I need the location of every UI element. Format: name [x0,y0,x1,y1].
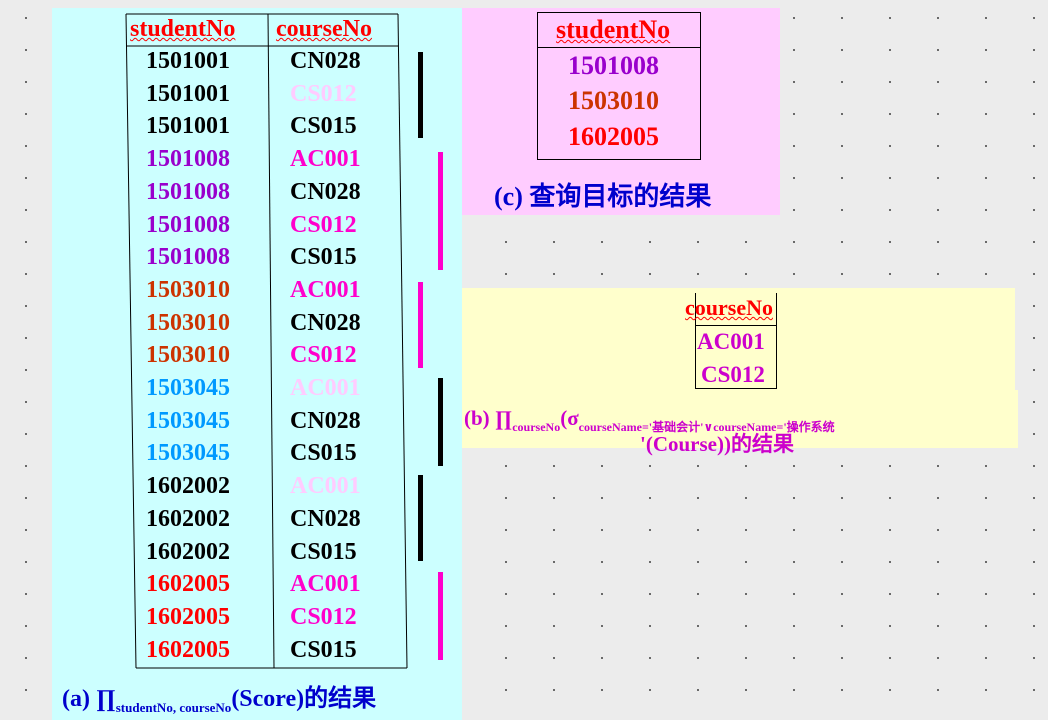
courseno-cell: AC001 [290,571,361,598]
table-b-header: courseNo [685,295,773,320]
studentno-cell: 1602002 [146,538,230,565]
result-table-b: courseNo AC001 CS012 [685,293,777,390]
table-row: 1503045 CN028 [126,408,398,440]
studentno-cell: 1501008 [146,178,230,205]
courseno-cell: CN028 [290,48,361,74]
table-c-value: 1501008 [568,51,659,80]
studentno-cell: 1503045 [146,375,230,401]
studentno-cell: 1503010 [146,276,230,303]
caption-b-line2: '(Course))的结果 [640,432,794,456]
caption-a-prefix: (a) ∏ [62,686,116,712]
studentno-cell: 1602005 [146,603,230,630]
caption-b-prefix: (b) ∏ [464,406,513,430]
table-row: 1501001 CS015 [126,113,398,145]
table-c-header: studentNo [556,15,671,44]
panel-b-background [462,288,1015,390]
table-row: 1602002 CS015 [126,539,398,571]
studentno-cell: 1503045 [146,407,230,434]
studentno-cell: 1503010 [146,309,230,336]
courseno-cell: CS012 [290,342,357,369]
courseno-cell: CS012 [290,80,357,107]
studentno-cell: 1501008 [146,211,230,238]
table-row: 1501001 CS012 [126,81,398,113]
table-row: 1501008 AC001 [126,146,398,178]
studentno-cell: 1602005 [146,636,230,663]
courseno-cell: AC001 [290,276,361,303]
table-row: 1503010 AC001 [126,277,398,309]
courseno-cell: CS015 [290,244,357,271]
studentno-cell: 1602002 [146,505,230,532]
table-c-value: 1602005 [568,122,659,151]
table-row: 1602005 CS012 [126,604,398,636]
column-header-courseno: courseNo [276,16,372,42]
panel-c-background [462,8,780,215]
panel-a-background [52,8,462,720]
table-c-value: 1503010 [568,86,659,115]
table-a-frame [125,13,408,669]
caption-b-subscript-2: courseName='基础会计'∨courseName='操作系统 [578,420,835,434]
table-b-value: AC001 [697,329,765,354]
studentno-cell: 1501001 [146,113,230,140]
caption-a-subscript: studentNo, courseNo [115,700,232,715]
caption-b-subscript-1: courseNo [512,420,561,434]
table-row: 1503045 AC001 [126,375,398,407]
group-bar [418,282,423,368]
studentno-cell: 1501001 [146,48,230,74]
group-bar [438,378,443,466]
table-row: 1503045 CS015 [126,440,398,472]
table-row: 1602002 AC001 [126,473,398,505]
table-row: 1602005 AC001 [126,571,398,603]
caption-b: (b) ∏courseNo(σcourseName='基础会计'∨courseN… [464,404,835,456]
caption-a: (a) ∏studentNo, courseNo(Score)的结果 [62,678,376,716]
table-row: 1501008 CS015 [126,244,398,276]
courseno-cell: AC001 [290,146,361,173]
courseno-cell: CN028 [290,505,361,532]
courseno-cell: CN028 [290,407,361,434]
studentno-cell: 1503010 [146,342,230,369]
courseno-cell: AC001 [290,473,361,500]
table-row: 1501001 CN028 [126,48,398,80]
courseno-cell: CS015 [290,636,357,663]
table-row: 1602005 CS015 [126,637,398,669]
studentno-cell: 1602002 [146,473,230,500]
table-row: 1503010 CN028 [126,310,398,342]
table-row: 1501008 CN028 [126,179,398,211]
column-header-studentno: studentNo [130,16,236,42]
courseno-cell: CS015 [290,113,357,140]
courseno-cell: CS012 [290,603,357,630]
table-row: 1501008 CS012 [126,212,398,244]
studentno-cell: 1501001 [146,80,230,107]
courseno-cell: CN028 [290,309,361,336]
group-bar [438,152,443,270]
result-table-c: studentNo 1501008 1503010 1602005 [537,12,701,160]
table-c-header-cell: studentNo [538,13,700,48]
group-bar [418,475,423,561]
studentno-cell: 1602005 [146,571,230,598]
courseno-cell: CS012 [290,211,357,238]
table-row: 1602002 CN028 [126,506,398,538]
studentno-cell: 1503045 [146,440,230,467]
panel-b-caption-background [462,390,1018,448]
courseno-cell: CS015 [290,440,357,467]
table-row: 1503010 CS012 [126,342,398,374]
courseno-cell: AC001 [290,375,361,401]
caption-c: (c) 查询目标的结果 [494,182,712,211]
group-bar [418,52,423,138]
caption-b-sigma: (σ [560,406,579,430]
table-b-frame [695,293,777,389]
caption-a-suffix: (Score)的结果 [231,686,377,712]
table-b-header-line [695,325,777,326]
group-bar [438,572,443,660]
table-b-value: CS012 [701,362,765,387]
studentno-cell: 1501008 [146,244,230,271]
courseno-cell: CN028 [290,178,361,205]
studentno-cell: 1501008 [146,146,230,173]
courseno-cell: CS015 [290,538,357,565]
